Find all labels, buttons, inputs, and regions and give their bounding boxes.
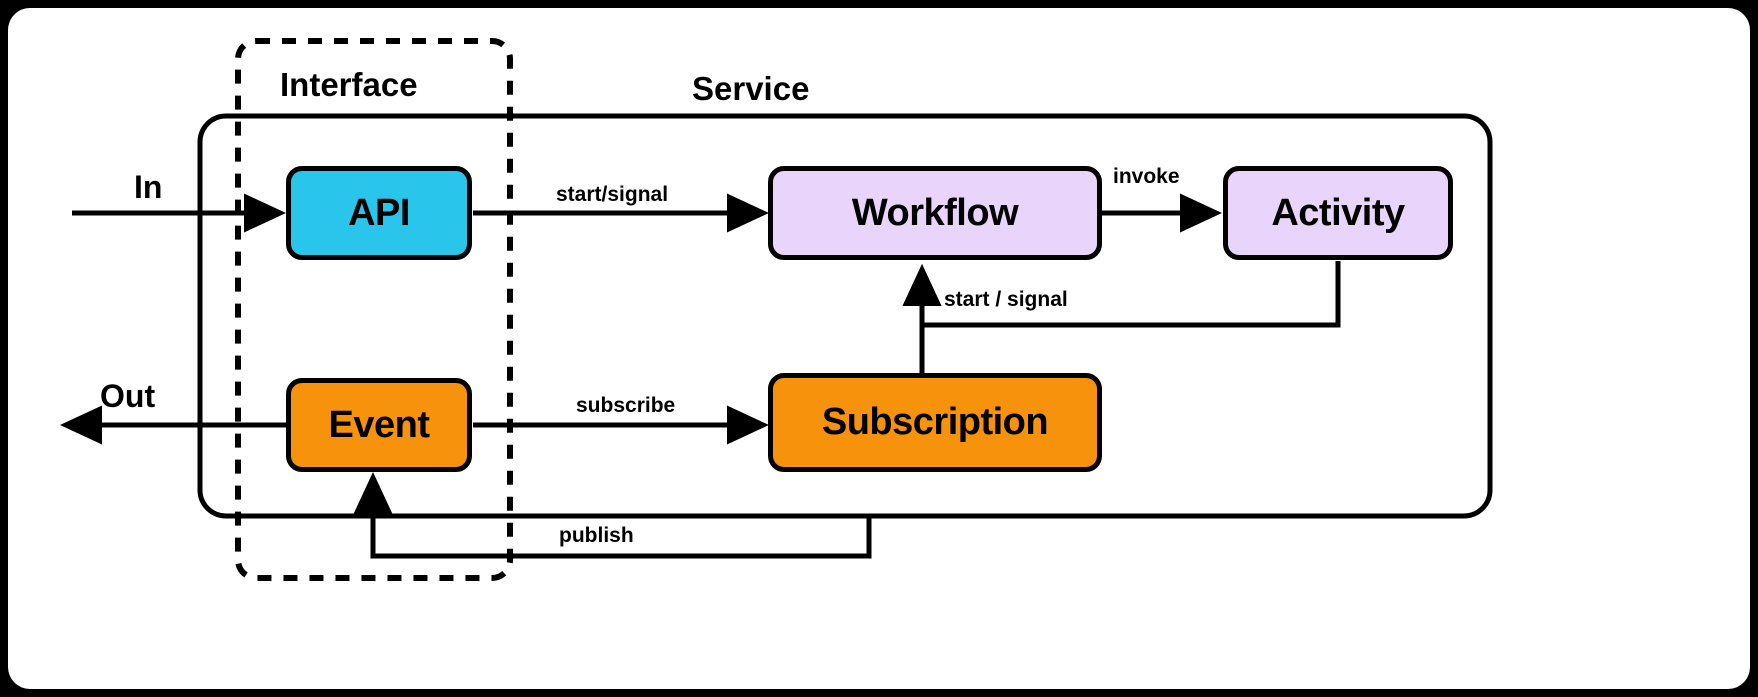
edge-publish-event: [353, 471, 872, 559]
node-api-label: API: [348, 191, 410, 234]
service-group-border: [197, 113, 1493, 519]
node-api[interactable]: API: [286, 166, 472, 260]
diagram-board: Interface Service In Out API Workflow Ac…: [8, 8, 1750, 689]
node-activity-label: Activity: [1271, 191, 1405, 234]
diagram-svg: [59, 38, 1493, 581]
io-label-out: Out: [100, 378, 156, 414]
edge-label-publish: publish: [559, 524, 634, 547]
service-group-label: Service: [692, 70, 810, 107]
node-subscription-label: Subscription: [821, 401, 1049, 443]
node-subscription[interactable]: Subscription: [768, 373, 1102, 472]
interface-group-border: [235, 38, 513, 581]
edge-label-subscribe: subscribe: [576, 394, 676, 417]
node-workflow[interactable]: Workflow: [768, 166, 1102, 260]
node-activity[interactable]: Activity: [1223, 166, 1453, 260]
node-event-label: Event: [328, 403, 430, 446]
edge-label-start-signal-activity: start / signal: [944, 288, 1068, 311]
edge-label-invoke: invoke: [1113, 165, 1180, 188]
node-event[interactable]: Event: [286, 378, 472, 472]
io-label-in: In: [134, 169, 163, 205]
interface-group-label: Interface: [280, 66, 418, 103]
node-workflow-label: Workflow: [851, 191, 1019, 234]
edge-label-start-signal-api: start/signal: [556, 183, 669, 206]
